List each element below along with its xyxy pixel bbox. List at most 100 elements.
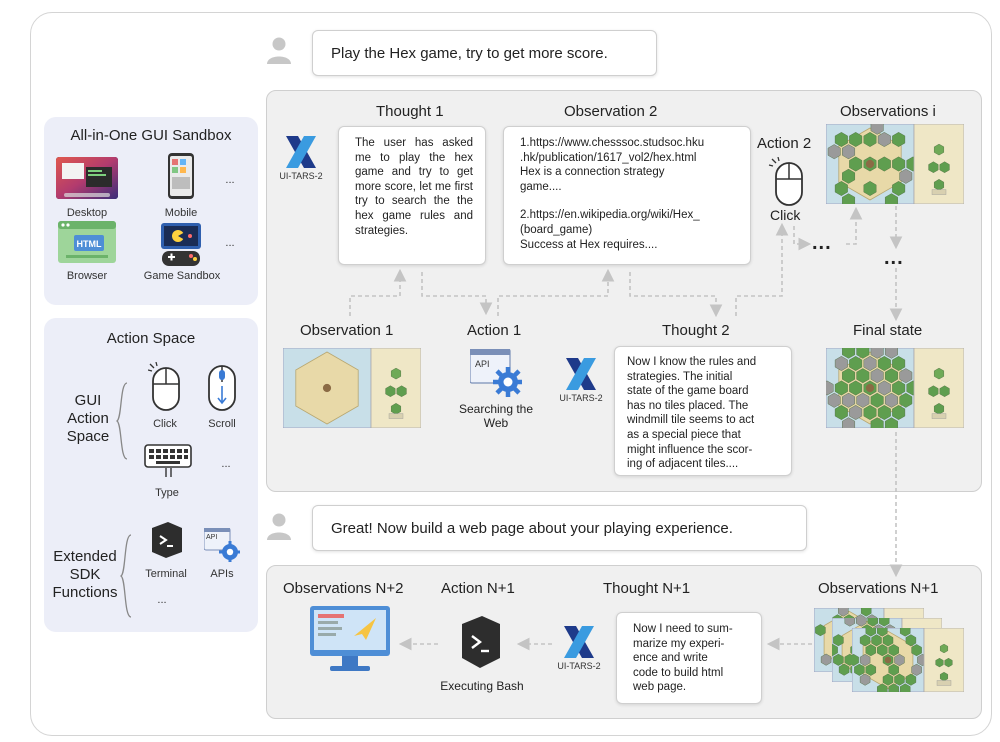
- observation-2-card: 1.https://www.chesssoc.studsoc.hku .hk/p…: [503, 126, 751, 265]
- thought2-line: strategies. The initial: [627, 370, 733, 383]
- monitor-webpage-icon: [310, 606, 390, 671]
- hex-tile: [865, 663, 876, 676]
- next-tile-preview: [385, 385, 396, 397]
- sandbox-game-label: Game Sandbox: [143, 270, 221, 282]
- gui-more: ...: [221, 458, 231, 470]
- hex-tile: [861, 604, 872, 617]
- final-state-screenshot: [820, 343, 965, 433]
- hex-tile: [892, 405, 906, 420]
- arrow-action2-to-dots: [793, 226, 812, 251]
- observations-n1-title: Observations N+1: [818, 580, 939, 597]
- next-tile-preview: [933, 143, 945, 156]
- hex-tile: [885, 392, 898, 408]
- score-panel-button: [936, 680, 952, 686]
- windmill-tile: [865, 159, 875, 169]
- hex-tile: [867, 614, 878, 627]
- sandbox-desktop-label: Desktop: [66, 207, 108, 219]
- ui-tars-name-3: UI-TARS-2: [557, 661, 601, 671]
- gui-brace: [116, 382, 128, 460]
- obs2-line: game....: [520, 180, 562, 193]
- user-prompt-1: Play the Hex game, try to get more score…: [312, 30, 657, 76]
- user-prompt-2: Great! Now build a web page about your p…: [312, 505, 807, 551]
- thought-2-card: Now I know the rules and strategies. The…: [614, 346, 792, 476]
- hex-tile: [879, 614, 890, 627]
- next-tile-preview: [939, 161, 950, 173]
- obs2-line: (board_game): [520, 223, 593, 236]
- thought-1-title: Thought 1: [376, 103, 444, 120]
- terminal-icon: [462, 616, 500, 668]
- hex-tile: [834, 132, 848, 147]
- hex-tile: [833, 634, 844, 647]
- hex-tile: [859, 653, 871, 667]
- hex-tile: [892, 181, 906, 196]
- ui-tars-logo-2: UI-TARS-2: [556, 356, 606, 406]
- thought-n1-title: Thought N+1: [603, 580, 691, 597]
- sdk-brace: [120, 534, 132, 618]
- ui-tars-name-1: UI-TARS-2: [279, 171, 323, 181]
- thoughtn1-line: code to build html: [633, 666, 724, 679]
- hex-tile: [833, 653, 844, 666]
- hex-tile: [834, 356, 848, 371]
- action-n1-title: Action N+1: [441, 580, 515, 597]
- hex-tile: [871, 634, 882, 647]
- action-1-title: Action 1: [467, 322, 522, 339]
- hex-tile: [842, 368, 855, 384]
- hex-game-screenshot-svg: [282, 347, 422, 429]
- user-icon: [267, 513, 291, 540]
- hex-tile: [888, 644, 899, 657]
- browser-icon: HTML: [58, 221, 116, 263]
- sandbox-title: All-in-One GUI Sandbox: [70, 127, 232, 144]
- next-tile-preview: [396, 385, 407, 397]
- game-controller-icon: [158, 223, 204, 267]
- action-2-label: Click: [770, 207, 801, 223]
- keyboard-icon: [144, 444, 192, 477]
- hex-tile: [877, 405, 891, 420]
- ui-tars-name-2: UI-TARS-2: [559, 393, 603, 403]
- hex-tile: [856, 343, 870, 359]
- hex-tile: [885, 368, 898, 384]
- sandbox-panel: All-in-One GUI Sandbox Desktop Mobile ..…: [44, 117, 258, 305]
- hex-tile: [827, 144, 841, 160]
- sandbox-browser-label: Browser: [66, 270, 108, 282]
- click-label: Click: [153, 418, 177, 430]
- next-tile-preview: [928, 161, 939, 173]
- scroll-mouse-icon: [208, 365, 236, 411]
- score-panel-button: [931, 413, 947, 419]
- hex-tile: [820, 653, 832, 666]
- hex-game-screenshot-svg: [848, 624, 965, 696]
- search-web-api-icon: API: [469, 348, 523, 397]
- arrow-thought1-to-action1: [421, 272, 493, 316]
- next-tile-preview: [939, 385, 950, 397]
- arrow-obs2-to-thought2: [629, 272, 723, 318]
- terminal-icon: [152, 522, 182, 558]
- next-tile-preview: [390, 367, 402, 380]
- hex-tile: [888, 663, 899, 676]
- click-mouse-icon: [148, 362, 180, 411]
- hex-tile: [877, 132, 891, 147]
- progress-ellipsis-1: ...: [812, 232, 832, 254]
- hex-game-screenshot-svg: [820, 343, 965, 433]
- hex-tile: [877, 644, 888, 657]
- hex-tile: [859, 673, 871, 686]
- ui-tars-logo-3: UI-TARS-2: [554, 624, 604, 674]
- hex-tile: [863, 356, 877, 371]
- thoughtn1-line: web page.: [633, 681, 687, 694]
- hex-tile: [899, 392, 913, 408]
- ui-tars-logo-1: UI-TARS-2: [276, 134, 326, 184]
- hex-tile: [865, 624, 876, 637]
- browser-html-tag: HTML: [76, 239, 102, 249]
- progress-ellipsis-2: ...: [884, 247, 904, 269]
- next-tile-preview: [933, 367, 945, 380]
- hex-tile: [863, 181, 877, 196]
- obs2-line: 2.https://en.wikipedia.org/wiki/Hex_: [520, 209, 700, 222]
- hex-tile: [834, 380, 848, 396]
- hex-tile: [905, 673, 917, 686]
- thoughtn1-line: Now I need to sum-: [633, 623, 733, 635]
- observation-2-title: Observation 2: [564, 103, 658, 120]
- action-2-title: Action 2: [757, 135, 812, 152]
- hex-tile: [870, 119, 884, 135]
- thought2-line: Now I know the rules and: [627, 356, 757, 368]
- obs2-line: Success at Hex requires....: [520, 238, 658, 251]
- hex-tile: [863, 132, 877, 147]
- thoughtn1-line: ence and write: [633, 652, 708, 665]
